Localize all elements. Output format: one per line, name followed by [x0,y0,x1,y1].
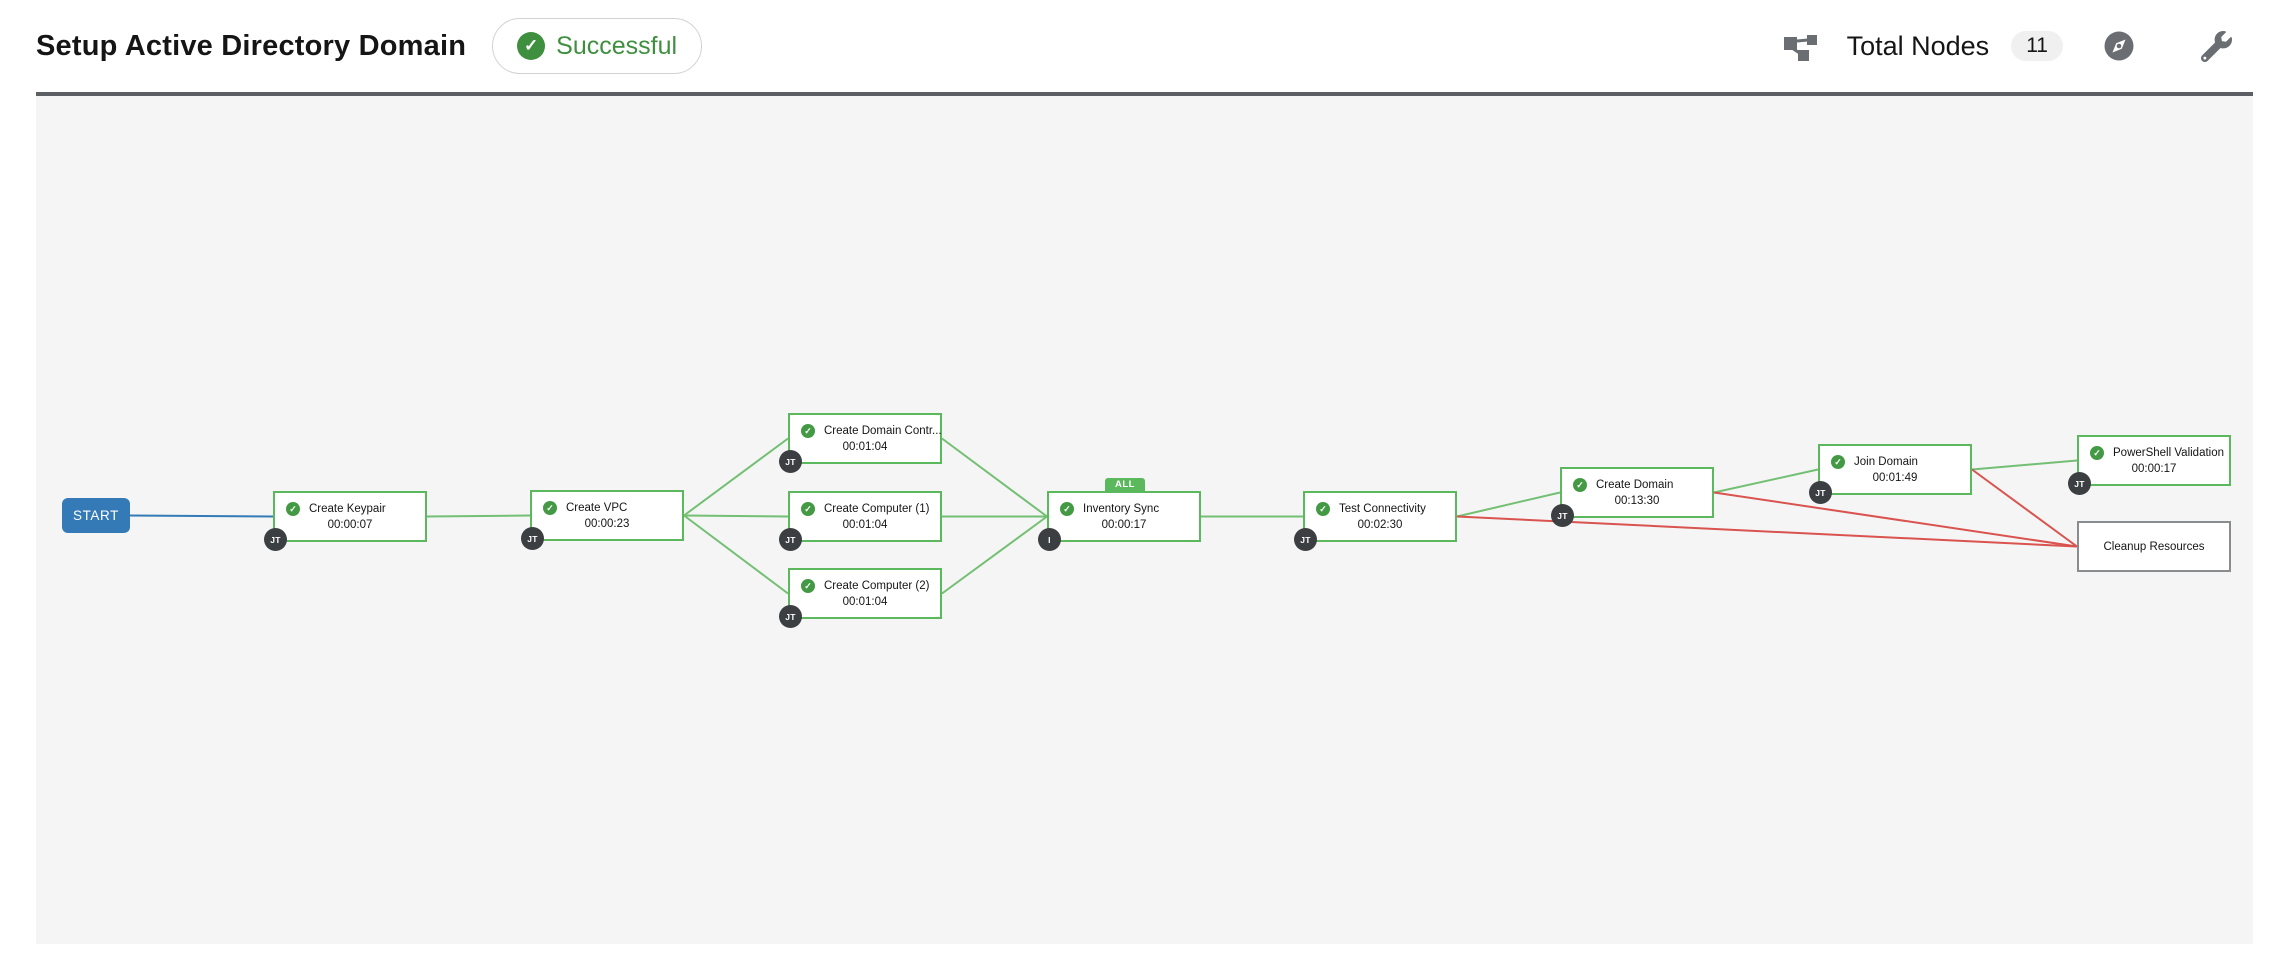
success-icon: ✓ [801,502,815,516]
header: Setup Active Directory Domain ✓ Successf… [0,0,2290,92]
workflow-link-create-vpc-to-create-domain-controller [683,437,789,517]
workflow-link-test-connectivity-to-create-domain [1456,491,1561,518]
node-label: Create Domain [1596,479,1674,491]
node-elapsed-time: 00:01:04 [842,441,888,453]
job-template-badge: JT [264,528,287,551]
workflow-link-create-keypair-to-create-vpc [426,514,531,518]
job-template-badge: JT [1809,481,1832,504]
success-icon: ✓ [801,424,815,438]
success-icon: ✓ [1060,502,1074,516]
workflow-link-create-computer-2-to-inventory-sync [941,515,1048,595]
job-template-badge: JT [1551,504,1574,527]
success-icon: ✓ [1573,478,1587,492]
job-template-badge: JT [779,528,802,551]
job-template-badge: JT [1294,528,1317,551]
node-elapsed-time: 00:00:17 [2131,463,2177,475]
total-nodes-label: Total Nodes [1846,30,1990,61]
workflow-link-create-domain-to-join-domain [1713,468,1819,494]
workflow-link-create-vpc-to-create-computer-2 [683,514,789,595]
node-label: Create Computer (2) [824,580,930,592]
workflow-link-join-domain-to-powershell-validation [1971,459,2078,471]
workflow-start-node: START [62,498,130,533]
wrench-button[interactable] [2201,30,2232,62]
node-label: PowerShell Validation [2113,447,2225,459]
node-label: Create Computer (1) [824,503,930,515]
node-label: Inventory Sync [1083,503,1160,515]
node-elapsed-time: 00:13:30 [1614,495,1660,507]
workflow-link-create-vpc-to-create-computer-1 [683,514,789,518]
convergence-all-badge: ALL [1105,478,1145,492]
job-template-badge: JT [2068,472,2091,495]
success-icon: ✓ [1316,502,1330,516]
header-toolbar: Total Nodes 11 [1783,30,2232,62]
workflow-link-join-domain-to-cleanup-resources [1971,468,2078,548]
node-label: Join Domain [1854,456,1918,468]
node-label: Cleanup Resources [2103,540,2205,553]
workflow-link-create-domain-to-cleanup-resources [1713,491,2078,548]
sitemap-icon [1783,30,1819,62]
status-badge: ✓ Successful [492,18,703,74]
node-elapsed-time: 00:00:23 [584,518,630,530]
compass-button[interactable] [2103,30,2135,62]
job-template-badge: JT [521,527,544,550]
total-nodes-count: 11 [2011,31,2063,61]
node-label: Test Connectivity [1339,503,1426,515]
page-title: Setup Active Directory Domain [36,29,467,62]
check-circle-icon: ✓ [517,32,546,60]
node-elapsed-time: 00:00:07 [327,519,373,531]
success-icon: ✓ [543,501,557,515]
job-template-badge: JT [779,605,802,628]
workflow-link-test-connectivity-to-cleanup-resources [1456,515,2078,548]
node-elapsed-time: 00:01:04 [842,596,888,608]
success-icon: ✓ [1831,455,1845,469]
node-label: Create Domain Contr... [824,425,942,437]
workflow-link-create-domain-controller-to-inventory-sync [941,437,1048,518]
node-elapsed-time: 00:01:04 [842,519,888,531]
node-elapsed-time: 00:02:30 [1357,519,1403,531]
job-template-badge: JT [779,450,802,473]
inventory-source-badge: I [1038,528,1061,551]
success-icon: ✓ [286,502,300,516]
status-label: Successful [556,31,678,60]
node-elapsed-time: 00:01:49 [1872,472,1918,484]
node-label: Create VPC [566,502,628,514]
workflow-link-start-to-create-keypair [129,514,274,518]
node-elapsed-time: 00:00:17 [1101,519,1147,531]
node-label: Create Keypair [309,503,386,515]
success-icon: ✓ [2090,446,2104,460]
workflow-node-cleanup-resources[interactable]: Cleanup Resources [2077,521,2231,572]
success-icon: ✓ [801,579,815,593]
